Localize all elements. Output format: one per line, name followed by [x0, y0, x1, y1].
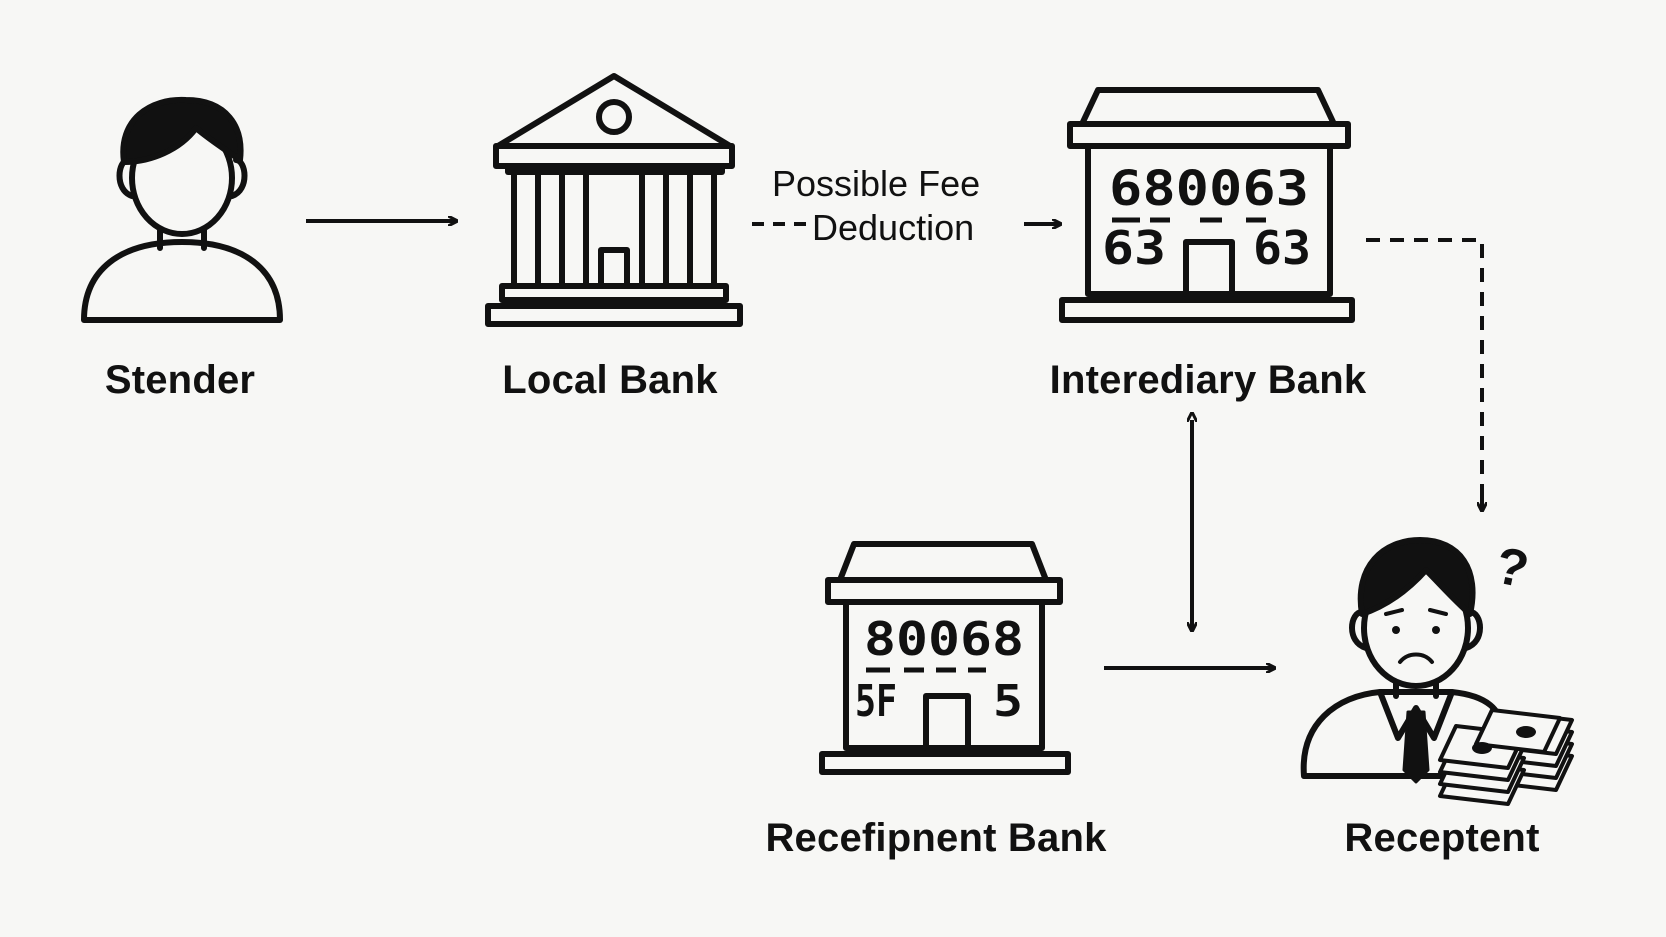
classical-bank-icon — [485, 73, 743, 327]
recipient-label: Receptent — [1344, 816, 1540, 860]
fee-annotation-line2: Deduction — [812, 207, 975, 248]
office-building-icon — [1059, 87, 1355, 323]
dashed-arrow-intermediary-to-recipient — [1366, 238, 1484, 492]
recipient-bank-window-text-left: 5F — [855, 676, 897, 727]
fee-annotation-line1: Possible Fee — [772, 163, 981, 204]
confused-person-with-money-icon — [1300, 537, 1503, 784]
local-bank-label: Local Bank — [502, 358, 718, 402]
intermediary-window-text-right: 63 — [1253, 221, 1311, 275]
sender-label: Stender — [104, 358, 256, 402]
money-stack-icon — [1438, 708, 1574, 806]
intermediary-window-text-mid: 63 — [1102, 221, 1166, 275]
person-icon — [81, 96, 283, 323]
intermediary-window-text-top: 680063 — [1109, 161, 1309, 217]
intermediary-bank-label: Interediary Bank — [1049, 358, 1367, 402]
recipient-bank-window-text-top: 80068 — [864, 612, 1024, 666]
recipient-bank-label: Recefipnent Bank — [765, 816, 1107, 860]
office-building-icon — [819, 541, 1071, 775]
recipient-bank-window-text-right: 5 — [993, 676, 1023, 727]
